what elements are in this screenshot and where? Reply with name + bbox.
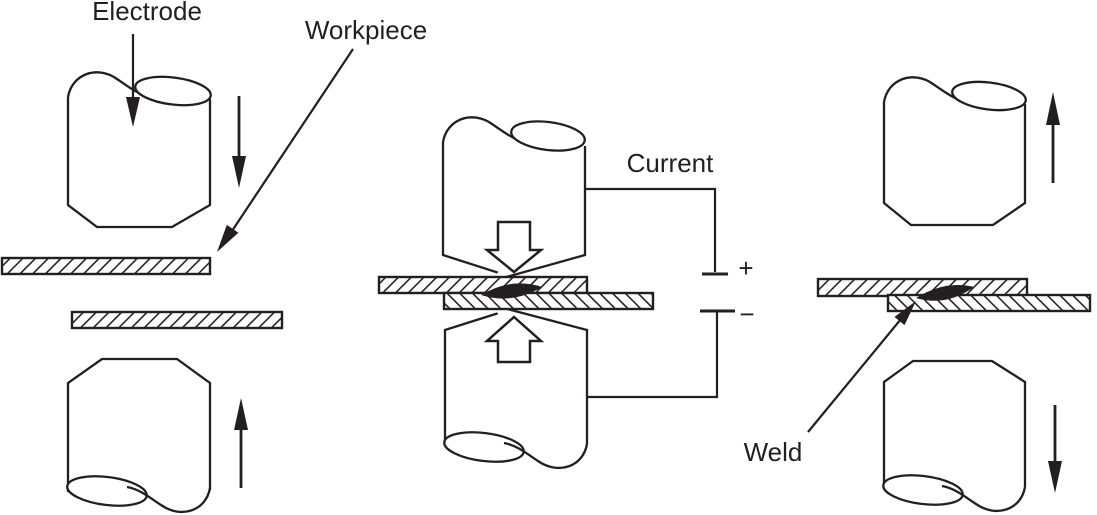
workpiece-label: Workpiece [305, 15, 427, 45]
stage-release: Weld [744, 76, 1092, 513]
upper-electrode-1 [66, 71, 212, 229]
electrode-body [66, 97, 212, 229]
circuit: + − [585, 187, 755, 399]
lower-sheet-1 [70, 310, 284, 330]
up-motion-arrow [234, 398, 248, 488]
wire-positive [585, 187, 717, 272]
force-down-block-arrow [483, 220, 545, 274]
electrode-label: Electrode [92, 0, 202, 26]
lower-electrode-1 [66, 357, 212, 514]
down-motion-arrow [1048, 405, 1062, 493]
weld-label: Weld [744, 437, 803, 467]
electrode-torn-bottom [941, 484, 1027, 513]
electrode-body [882, 102, 1027, 227]
electrode-top-rim [134, 75, 212, 107]
electrode-torn-bottom [126, 485, 212, 514]
upper-sheet-1 [0, 256, 212, 276]
wire-negative [588, 311, 719, 399]
current-label: Current [627, 148, 714, 178]
electrode-body [882, 359, 1027, 487]
upper-electrode-3 [882, 76, 1027, 227]
weld-nugget-forming [481, 283, 542, 299]
upper-sheet-3 [816, 277, 1029, 298]
lower-sheet-2 [442, 291, 655, 311]
weld-nugget [916, 285, 974, 301]
up-motion-arrow [1046, 92, 1060, 183]
lower-electrode-3 [882, 359, 1027, 513]
electrode-top-rim [951, 80, 1027, 112]
down-motion-arrow [232, 96, 246, 188]
plus-terminal-label: + [738, 253, 753, 283]
workpiece-pointer-arrow [217, 48, 354, 252]
minus-terminal-label: − [739, 299, 754, 329]
stage-weld-current: + − Current [377, 116, 755, 470]
electrode-pointer-arrow [126, 34, 140, 127]
electrode-bottom-rim [443, 431, 525, 463]
force-up-block-arrow [483, 315, 545, 364]
electrode-body [66, 357, 212, 492]
stage-approach: Electrode Workpiece [0, 0, 427, 514]
electrode-top-rim [510, 120, 586, 152]
upper-sheet-2 [377, 275, 589, 295]
weld-pointer-arrow [807, 301, 916, 433]
electrode-torn-bottom [503, 441, 589, 470]
